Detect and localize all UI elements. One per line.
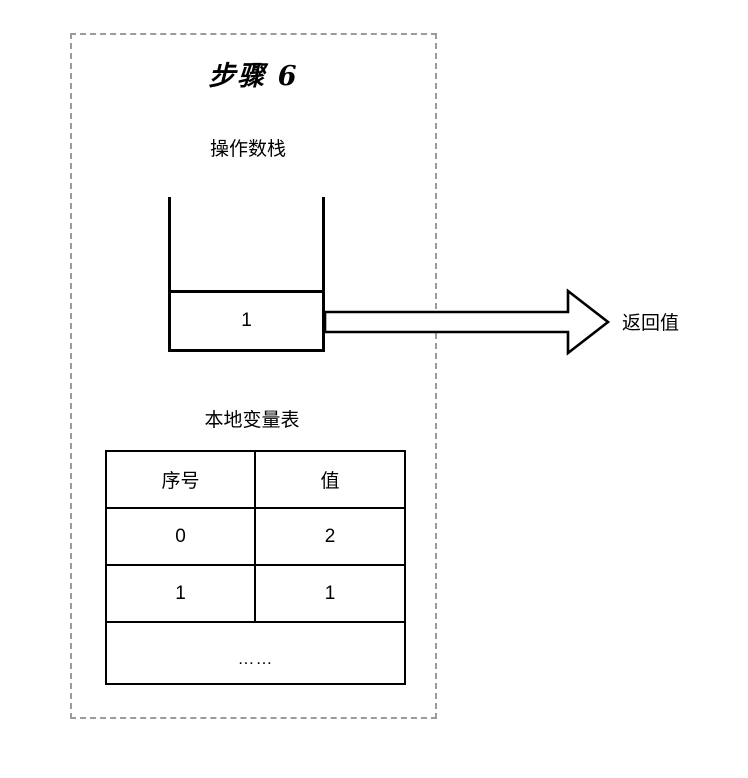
local-variable-table-body: 序号 值 0 2 1 1 …… — [105, 450, 406, 685]
table-row: 0 2 — [105, 507, 406, 566]
operand-stack-empty-space — [171, 197, 322, 290]
operand-stack-slot: 1 — [171, 290, 322, 349]
frame-border — [70, 33, 437, 719]
operand-stack-caption: 操作数栈 — [209, 139, 286, 160]
table-cell-index: 0 — [105, 507, 256, 566]
table-header-row: 序号 值 — [105, 450, 406, 509]
table-cell-value: 1 — [254, 564, 406, 623]
local-variable-table-caption: 本地变量表 — [204, 410, 300, 431]
ellipsis-text: …… — [237, 649, 274, 668]
table-continuation-row: …… — [105, 621, 406, 685]
page-title: 步骤 6 — [208, 61, 299, 92]
table-header-value: 值 — [254, 450, 406, 509]
table-continuation-cell: …… — [105, 621, 406, 685]
table-cell-value: 2 — [254, 507, 406, 566]
operand-stack: 1 — [168, 197, 325, 352]
table-row: 1 1 — [105, 564, 406, 623]
table-cell-index: 1 — [105, 564, 256, 623]
return-value-label: 返回值 — [622, 313, 680, 334]
table-header-index: 序号 — [105, 450, 256, 509]
local-variable-table: 序号 值 0 2 1 1 …… — [105, 450, 406, 685]
